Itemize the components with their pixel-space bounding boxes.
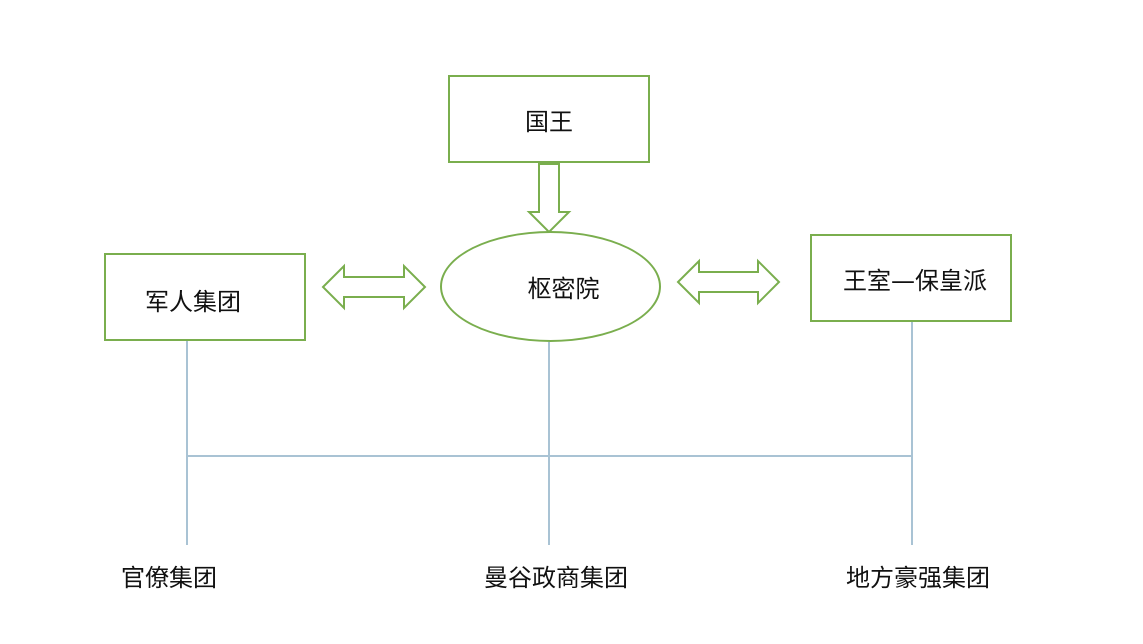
node-privy-council: 枢密院 [440,231,661,342]
node-king-label: 国王 [525,107,573,136]
group-label-local-elite: 地方豪强集团 [846,564,990,592]
node-privy-council-label: 枢密院 [527,275,600,303]
node-royal-faction: 王室—保皇派 [810,234,1012,322]
double-arrow-right-icon [676,258,781,306]
down-arrow-icon [526,163,572,234]
group-label-bangkok-business: 曼谷政商集团 [484,564,628,592]
double-arrow-left-icon [321,263,427,311]
node-military-group-label: 军人集团 [145,287,241,316]
node-king: 国王 [448,75,650,163]
node-military-group: 军人集团 [104,253,306,341]
node-royal-faction-label: 王室—保皇派 [843,266,987,295]
group-label-bureaucrat: 官僚集团 [121,564,217,592]
